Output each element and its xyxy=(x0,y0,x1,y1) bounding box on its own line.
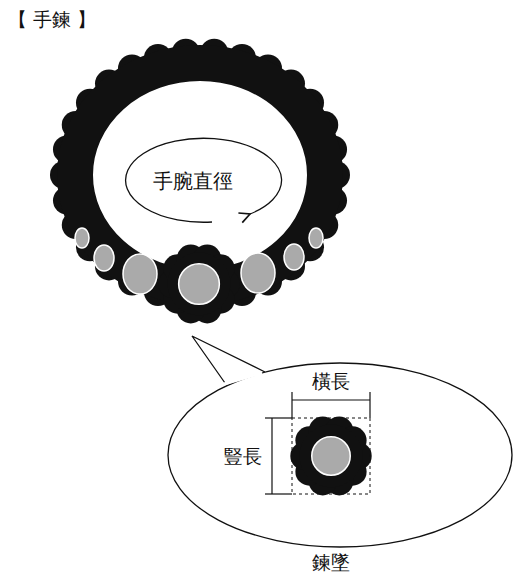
bracelet-band xyxy=(50,39,350,312)
title: 【 手鍊 】 xyxy=(8,8,96,31)
bounding-box xyxy=(292,418,370,494)
label: 橫長 xyxy=(312,370,350,393)
label: 鍊墜 xyxy=(312,551,350,574)
callout-tail xyxy=(224,373,262,384)
wrist-arrow xyxy=(126,138,282,222)
pendant xyxy=(290,417,371,496)
callout-bubble xyxy=(168,363,512,547)
label: 豎長 xyxy=(224,445,262,468)
dimension-line xyxy=(265,392,370,494)
label: 手腕直徑 xyxy=(153,169,233,193)
callout-tail xyxy=(192,336,265,383)
pendant xyxy=(158,245,239,324)
